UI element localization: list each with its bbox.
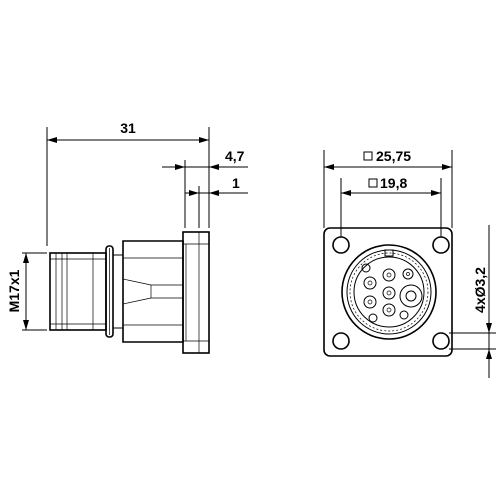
mounting-hole-bottom-right [432, 332, 450, 350]
threaded-nose [49, 252, 107, 331]
square-symbol-2 [368, 178, 378, 188]
face-outer-ring [341, 244, 437, 340]
housing-body [122, 240, 184, 343]
dim-flange-square: 25,75 [376, 148, 411, 164]
flange-front [323, 227, 453, 357]
square-symbol [363, 151, 373, 161]
dim-flange-offset: 4,7 [225, 148, 245, 164]
dim-thread: M17x1 [6, 269, 22, 312]
dim-hole-spacing: 19,8 [380, 175, 407, 191]
coding-key [384, 249, 394, 257]
dim-overall-length: 31 [120, 120, 136, 136]
mounting-hole-bottom-left [332, 332, 350, 350]
neck [112, 254, 124, 329]
contact-insert [353, 256, 425, 328]
side-view: 31 4,7 1 M17x1 [6, 120, 248, 354]
dim-mounting-holes: 4xØ3,2 [472, 267, 488, 313]
flange-side [182, 231, 210, 354]
front-view: 25,75 19,8 4xØ3,2 [323, 148, 496, 378]
mounting-hole-top-left [332, 236, 350, 254]
dim-flange-thickness: 1 [232, 175, 240, 191]
contact-pins [361, 263, 423, 323]
mounting-hole-top-right [432, 236, 450, 254]
